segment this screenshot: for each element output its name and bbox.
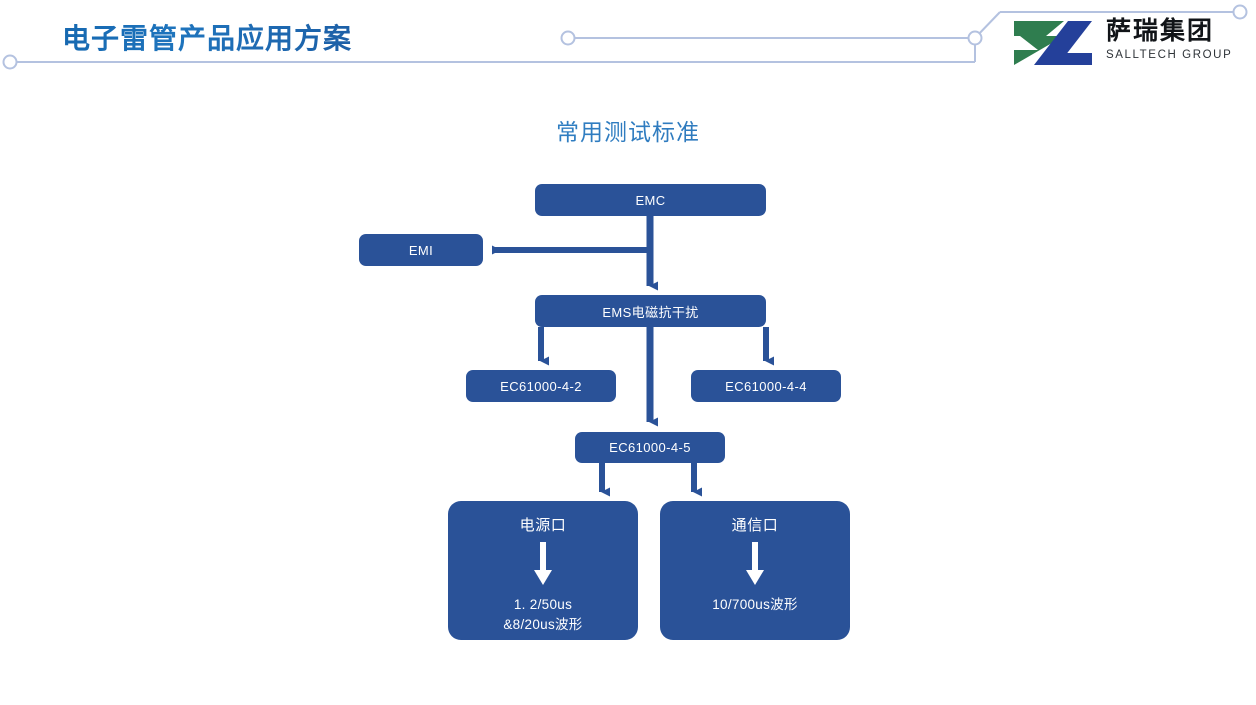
salltech-logo-mark-icon xyxy=(1014,21,1092,65)
page-title: 电子雷管产品应用方案 xyxy=(62,17,352,57)
node-emi-label: EMI xyxy=(408,242,434,258)
node-comm-port-desc: 10/700us波形 xyxy=(712,597,798,612)
node-comm-port-title: 通信口 xyxy=(731,517,779,534)
logo-wordmark: 萨瑞集团 SALLTECH GROUP xyxy=(1106,16,1248,62)
node-ems[interactable]: EMS电磁抗干扰 xyxy=(535,295,766,327)
logo-name-cn: 萨瑞集团 xyxy=(1106,16,1215,45)
node-iec61000-4-4[interactable]: EC61000-4-4 xyxy=(691,370,841,402)
slide-subtitle: 常用测试标准 xyxy=(0,113,1256,147)
down-arrow-icon xyxy=(744,542,766,586)
node-emi[interactable]: EMI xyxy=(359,234,483,266)
company-logo: 萨瑞集团 SALLTECH GROUP xyxy=(1012,16,1248,72)
node-power-port-title: 电源口 xyxy=(519,517,567,534)
node-emc[interactable]: EMC xyxy=(535,184,766,216)
node-comm-port[interactable]: 通信口 10/700us波形 xyxy=(660,501,850,640)
down-arrow-icon xyxy=(532,542,554,586)
node-emc-label: EMC xyxy=(635,192,666,208)
node-ems-label: EMS电磁抗干扰 xyxy=(602,304,699,320)
node-power-port-desc: 1. 2/50us &8/20us波形 xyxy=(503,597,583,632)
node-power-port[interactable]: 电源口 1. 2/50us &8/20us波形 xyxy=(448,501,638,640)
node-iec61000-4-5[interactable]: EC61000-4-5 xyxy=(575,432,725,463)
node-iec61000-4-2-label: EC61000-4-2 xyxy=(500,378,582,394)
node-iec61000-4-5-label: EC61000-4-5 xyxy=(609,440,691,455)
node-iec61000-4-2[interactable]: EC61000-4-2 xyxy=(466,370,616,402)
node-iec61000-4-4-label: EC61000-4-4 xyxy=(725,378,807,394)
logo-name-en: SALLTECH GROUP xyxy=(1106,49,1233,61)
